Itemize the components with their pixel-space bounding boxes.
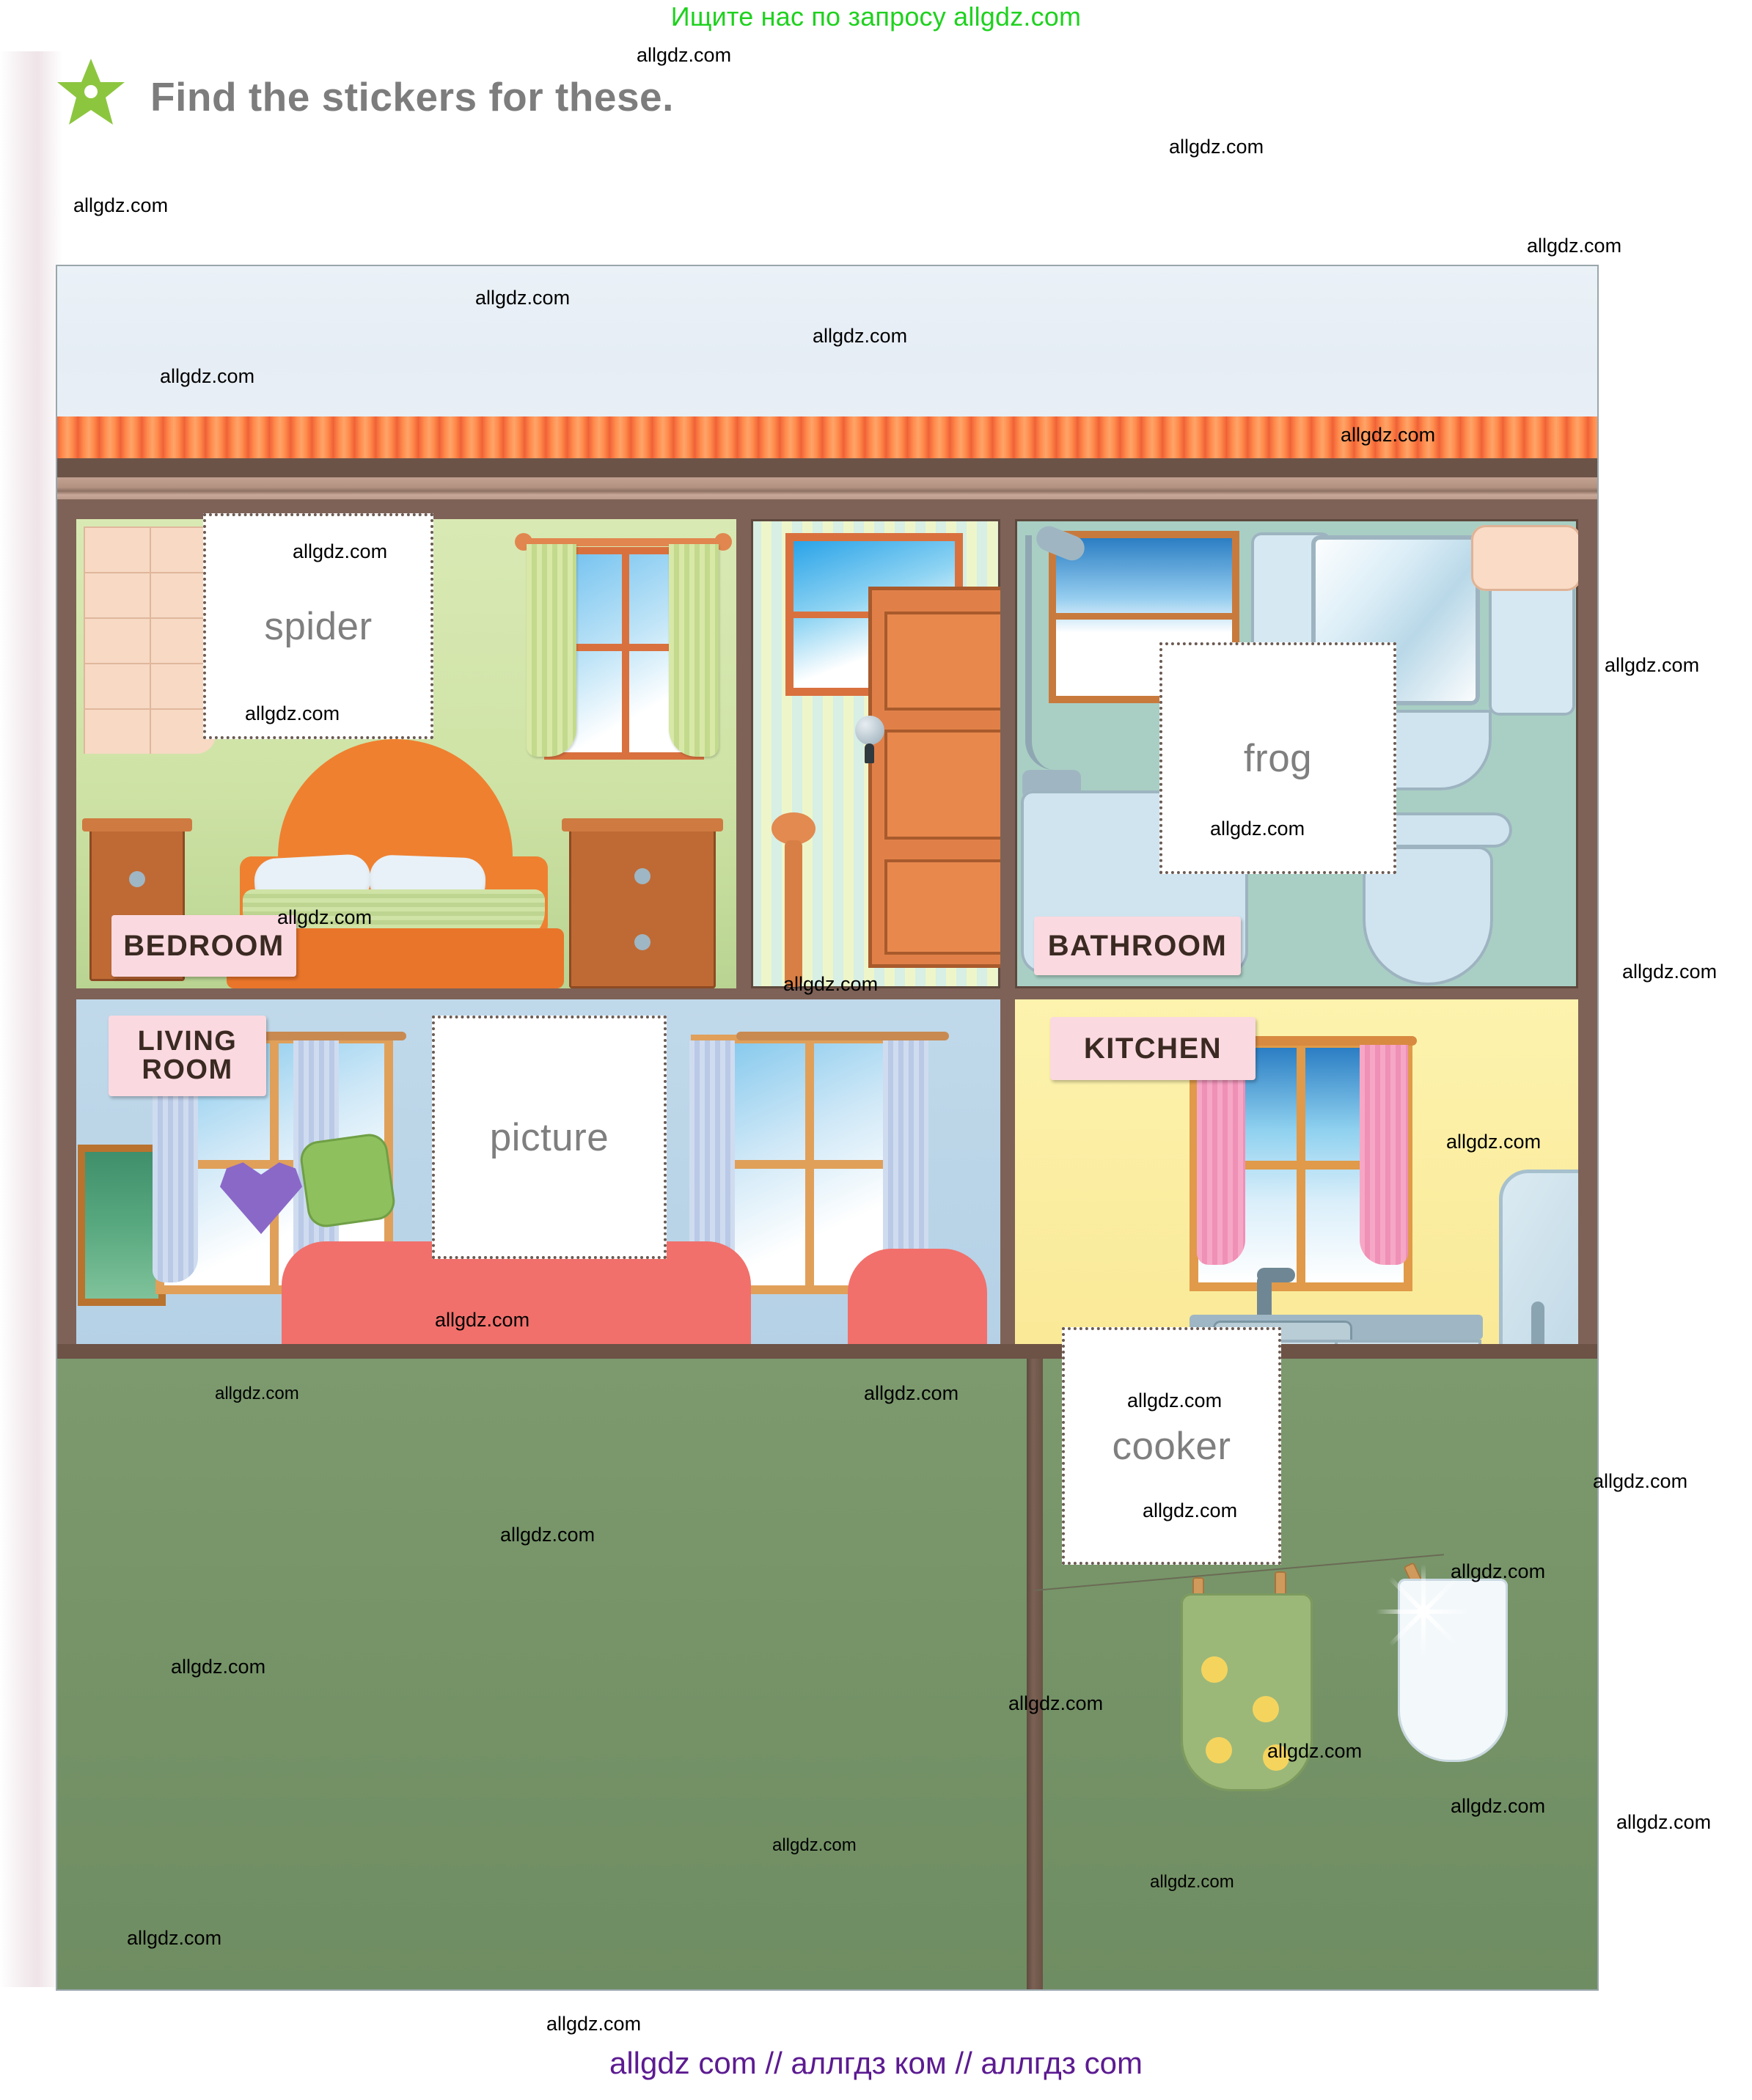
watermark: allgdz.com	[73, 194, 169, 216]
curtain-rod	[736, 1032, 949, 1040]
bedroom-window	[515, 533, 732, 768]
room-bathroom: BATHROOM	[1015, 519, 1578, 988]
eaves-beam	[57, 477, 1597, 502]
room-label-living-line1: LIVING	[137, 1026, 238, 1057]
wall-painting	[85, 1152, 158, 1299]
watermark: allgdz.com	[1008, 1692, 1104, 1714]
watermark: allgdz.com	[1210, 818, 1305, 840]
roof-tiles	[57, 416, 1597, 463]
page-scan-edge	[0, 51, 62, 1987]
watermark: allgdz.com	[1451, 1795, 1546, 1817]
watermark: allgdz.com	[215, 1384, 299, 1403]
watermark: allgdz.com	[1150, 1872, 1234, 1892]
watermark: allgdz.com	[772, 1835, 857, 1855]
watermark: allgdz.com	[1341, 424, 1436, 446]
watermark: allgdz.com	[1622, 961, 1718, 983]
watermark: allgdz.com	[475, 287, 571, 309]
house-illustration: BEDROOM BATHROOM	[57, 266, 1597, 1989]
shower-hose	[1025, 535, 1070, 770]
roof-scallop-edge	[57, 458, 1597, 480]
watermark: allgdz.com	[1616, 1811, 1712, 1833]
curtain-left	[1197, 1045, 1245, 1265]
footer-text: allgdz com // аллгдз ком // аллгдз com	[609, 2046, 1143, 2080]
promo-banner: Ищите нас по запросу allgdz.com	[670, 1, 1082, 32]
watermark: allgdz.com	[546, 2013, 642, 2035]
folded-towels	[1471, 525, 1578, 591]
watermark: allgdz.com	[245, 702, 340, 724]
watermark: allgdz.com	[500, 1524, 595, 1546]
towel-green	[1181, 1593, 1313, 1791]
room-label-bathroom: BATHROOM	[1034, 917, 1241, 975]
room-label-living-line2: ROOM	[142, 1054, 233, 1085]
room-hallway	[751, 519, 1000, 988]
curtain-right	[883, 1040, 928, 1282]
watermark: allgdz.com	[1143, 1499, 1238, 1521]
curtain-left	[527, 544, 576, 757]
sparkle-icon	[1376, 1564, 1473, 1659]
watermark: allgdz.com	[435, 1309, 530, 1331]
stair-banister	[771, 812, 815, 988]
cushion-green	[298, 1131, 397, 1230]
watermark: allgdz.com	[637, 44, 732, 66]
brick-chimney-wall	[84, 526, 216, 754]
watermark: allgdz.com	[160, 365, 255, 387]
room-label-bedroom: BEDROOM	[111, 915, 296, 977]
watermark: allgdz.com	[1605, 654, 1700, 676]
curtain-right	[669, 544, 719, 757]
keyhole-icon	[865, 744, 874, 763]
watermark: allgdz.com	[277, 906, 373, 928]
watermark: allgdz.com	[864, 1382, 959, 1404]
watermark: allgdz.com	[1446, 1131, 1542, 1153]
watermark: allgdz.com	[783, 973, 879, 995]
kitchen-tap	[1257, 1268, 1295, 1319]
page-title: Find the stickers for these.	[150, 74, 674, 120]
sticker-slot-frog[interactable]: frog	[1159, 642, 1396, 874]
star-icon	[57, 59, 125, 125]
watermark: allgdz.com	[1169, 136, 1264, 158]
sticker-slot-spider[interactable]: spider	[203, 513, 433, 739]
watermark: allgdz.com	[293, 540, 388, 562]
watermark: allgdz.com	[813, 325, 908, 347]
watermark: allgdz.com	[127, 1927, 222, 1949]
nightstand-right	[562, 818, 723, 988]
room-label-living: LIVING ROOM	[109, 1016, 266, 1096]
watermark: allgdz.com	[171, 1656, 266, 1678]
watermark: allgdz.com	[1527, 235, 1622, 257]
sticker-slot-picture[interactable]: picture	[432, 1016, 667, 1259]
sky	[57, 266, 1597, 422]
watermark: allgdz.com	[1267, 1740, 1363, 1762]
towel-white	[1398, 1579, 1508, 1762]
sticker-slot-cooker[interactable]: cooker	[1062, 1327, 1281, 1565]
clothesline-post	[1027, 1359, 1043, 1989]
watermark: allgdz.com	[1593, 1470, 1688, 1492]
lawn	[57, 1359, 1597, 1989]
door-knob-icon[interactable]	[855, 716, 884, 745]
room-label-kitchen: KITCHEN	[1050, 1017, 1256, 1080]
open-door[interactable]	[868, 587, 1000, 968]
curtain-right	[1360, 1045, 1408, 1265]
room-bedroom: BEDROOM	[76, 519, 736, 988]
watermark: allgdz.com	[1127, 1389, 1223, 1411]
watermark: allgdz.com	[1451, 1560, 1546, 1582]
